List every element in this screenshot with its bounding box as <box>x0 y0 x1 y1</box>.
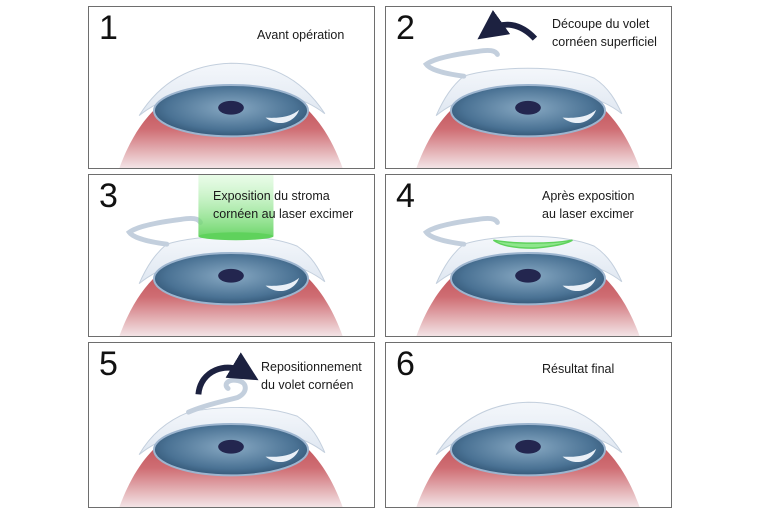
step-caption: Exposition du stroma cornéen au laser ex… <box>213 188 353 224</box>
pupil <box>515 100 541 115</box>
rotation-arrow <box>195 352 259 395</box>
step-6-panel: 6 Résultat final <box>385 342 672 508</box>
pupil <box>515 439 541 454</box>
caption-line: Résultat final <box>542 362 615 376</box>
eye-illustration <box>119 352 343 507</box>
step-caption: Avant opération <box>257 27 344 45</box>
rotation-arrow <box>477 10 538 41</box>
cornea-flap <box>422 216 500 247</box>
pupil <box>218 100 244 115</box>
reflection <box>562 277 597 292</box>
reflection <box>265 448 300 463</box>
eye-illustration <box>416 10 640 168</box>
caption-line: Repositionnement <box>261 360 362 374</box>
step-caption: Résultat final <box>542 361 614 379</box>
eye-illustration <box>416 216 640 336</box>
pupil <box>218 268 244 283</box>
reflection <box>562 109 597 124</box>
reflection <box>562 448 597 463</box>
laser-beam <box>198 175 274 237</box>
step-number: 4 <box>396 177 415 215</box>
cornea-flap <box>125 216 203 247</box>
caption-line: Avant opération <box>257 28 345 42</box>
caption-line: au laser excimer <box>542 206 634 221</box>
step-3-panel: 3 Exposition du stroma cornéen au laser … <box>88 174 375 337</box>
eye-illustration <box>119 62 343 168</box>
step-caption: Découpe du volet cornéen superficiel <box>552 16 657 52</box>
step-number: 1 <box>99 9 118 47</box>
step-caption: Repositionnement du volet cornéen <box>261 359 362 395</box>
caption-line: cornéen superficiel <box>552 34 657 49</box>
caption-line: cornéen au laser excimer <box>213 206 354 221</box>
step-1-panel: 1 Avant opération <box>88 6 375 169</box>
cornea-flap <box>186 377 248 415</box>
step-4-panel: 4 Après exposition au laser excimer <box>385 174 672 337</box>
caption-line: Découpe du volet <box>552 17 650 31</box>
pupil <box>515 268 541 283</box>
step-5-panel: 5 Repositionnement du volet cornéen <box>88 342 375 508</box>
caption-line: du volet cornéen <box>261 377 354 392</box>
step-caption: Après exposition au laser excimer <box>542 188 634 224</box>
caption-line: Après exposition <box>542 189 635 203</box>
step-number: 5 <box>99 345 118 383</box>
eye-illustration <box>119 175 343 336</box>
reflection <box>265 277 300 292</box>
ablated-zone <box>492 239 573 249</box>
reflection <box>265 109 300 124</box>
laser-spot <box>198 232 274 241</box>
cornea-flap <box>422 48 500 79</box>
caption-line: Exposition du stroma <box>213 189 330 203</box>
step-number: 2 <box>396 9 415 47</box>
step-number: 3 <box>99 177 118 215</box>
pupil <box>218 439 244 454</box>
step-number: 6 <box>396 345 415 383</box>
eye-illustration <box>416 401 640 507</box>
step-2-panel: 2 Découpe du volet cornéen superficiel <box>385 6 672 169</box>
